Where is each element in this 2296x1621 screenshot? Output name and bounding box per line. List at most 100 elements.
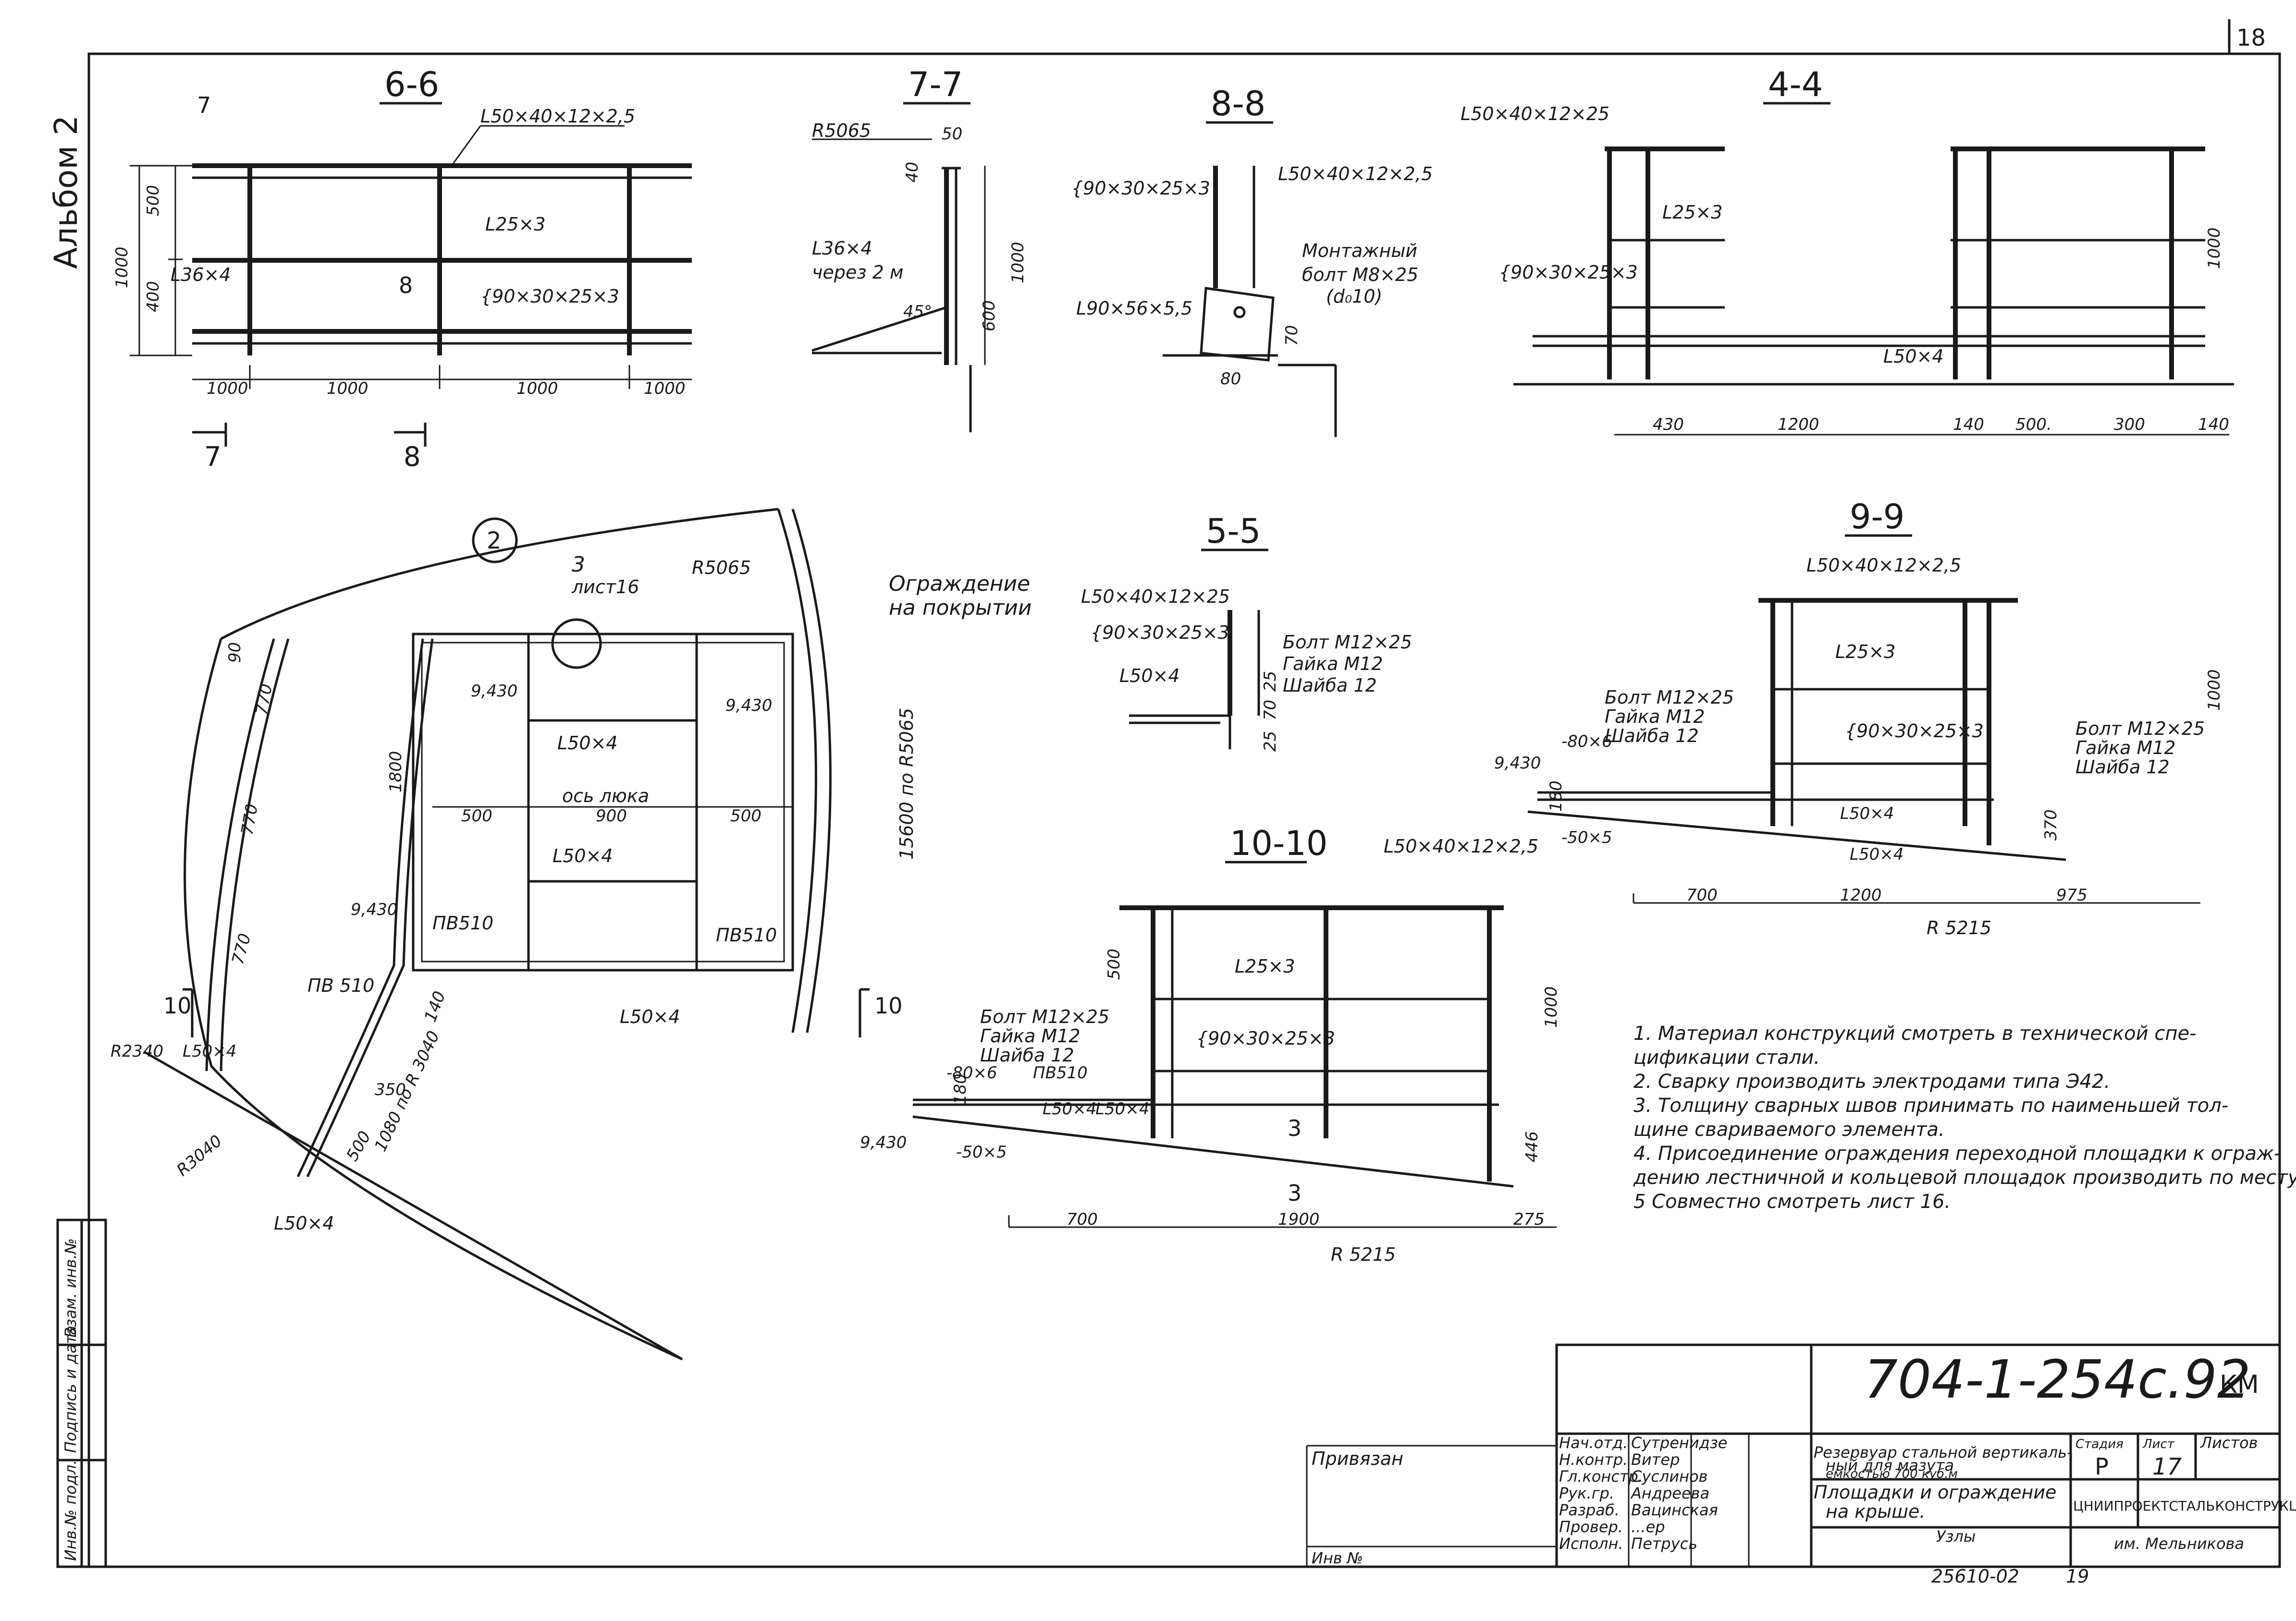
note-line-6: 4. Присоединение ограждения переходной п… (1633, 1143, 2281, 1165)
s99-f1: Болт M12×25 (2075, 718, 2205, 739)
note-line-8: 5 Совместно смотреть лист 16. (1633, 1191, 1951, 1213)
s44-d: L50×4 (1883, 346, 1944, 367)
plan-ref-s: лист16 (571, 576, 639, 597)
tb-role-4: Рук.гр. (1559, 1484, 1614, 1502)
tb-sheets-h: Листов (2200, 1434, 2258, 1452)
plan-pv-1: ПВ510 (432, 913, 493, 934)
section-6-6-title: 6-6 (384, 65, 439, 104)
tb-role-6: Провер. (1559, 1518, 1623, 1536)
tb-bottom-2: 19 (2066, 1566, 2089, 1587)
s44-w5: 300 (2114, 415, 2145, 434)
plan-l500b: 500 (730, 806, 761, 826)
s1010-w2: 1900 (1278, 1210, 1320, 1229)
s66-cut8-bot: 8 (404, 441, 421, 473)
s77-h1000: 1000 (1008, 242, 1028, 283)
plan-l900: 900 (596, 806, 627, 826)
plan-l50x4-1: L50×4 (557, 732, 618, 754)
section-7-7: 7-7 R5065 50 40 600 1000 L36×4 через 2 м… (811, 65, 1028, 432)
s99-f3: Шайба 12 (2075, 756, 2170, 778)
note-line-3: 2. Сварку производить электродами типа Э… (1633, 1071, 2110, 1093)
s55-d1: Болт M12×25 (1283, 632, 1412, 653)
s66-cut8-mid: 8 (399, 272, 413, 298)
s1010-e: -80×6 (946, 1063, 997, 1083)
section-5-5: 5-5 L50×40×12×25 {90×30×25×3 L50×4 Болт … (1081, 512, 1412, 752)
s88-c3: (d₀10) (1326, 286, 1382, 307)
s77-t: 50 (942, 124, 962, 144)
tb-role-1: Нач.отд. (1559, 1434, 1628, 1452)
section-6-6: 6-6 500 400 1000 1000 1000 1000 1000 L50… (112, 65, 692, 473)
s1010-g: L50×4 (1043, 1099, 1096, 1119)
s99-r: R 5215 (1927, 917, 1991, 938)
s1010-v1000: 1000 (1542, 986, 1561, 1028)
s77-brace-note: через 2 м (812, 262, 904, 283)
plan-r5065: R5065 (692, 557, 751, 578)
tb-inv: Инв № (1312, 1549, 1363, 1567)
s99-lvl: 9,430 (1494, 754, 1541, 773)
tb-stage-h: Стадия (2075, 1437, 2124, 1451)
section-4-4: 4-4 430 1200 140 500. 300 140 L50×40×12×… (1461, 65, 2234, 436)
s66-d1: 1000 (207, 379, 248, 398)
s66-d4: 1000 (644, 379, 686, 398)
section-10-10-title: 10-10 (1230, 824, 1327, 863)
tb-role-2: Н.контр. (1559, 1450, 1628, 1469)
plan-l50x4-2: L50×4 (553, 845, 613, 866)
tb-desc-1: Резервуар стальной вертикаль- (1814, 1443, 2073, 1462)
s77-h40: 40 (903, 162, 922, 183)
note-line-4: 3. Толщину сварных швов принимать по наи… (1633, 1095, 2228, 1117)
s88-a: {90×30×25×3 (1071, 178, 1210, 199)
tb-sub-2: на крыше. (1826, 1501, 1926, 1522)
plan-guard1: Ограждение (889, 572, 1030, 596)
section-4-4-title: 4-4 (1768, 65, 1823, 104)
tb-role-7: Исполн. (1559, 1535, 1623, 1553)
plan-l770b: 770 (237, 803, 262, 837)
s1010-v180: 180 (951, 1073, 970, 1105)
s66-h3: 1000 (112, 246, 132, 288)
s55-d3: Шайба 12 (1283, 675, 1377, 696)
s66-h2: 400 (144, 281, 163, 312)
s1010-d3: Шайба 12 (980, 1045, 1074, 1066)
s1010-cut-bot: 3 (1288, 1180, 1301, 1206)
s44-h: 1000 (2205, 227, 2224, 269)
drawing-frame (87, 52, 2281, 1568)
s99-a: L50×40×12×2,5 (1806, 555, 1961, 576)
s88-c2: болт M8×25 (1302, 264, 1418, 285)
section-8-8-title: 8-8 (1211, 84, 1265, 123)
tb-org-2: им. Мельникова (2114, 1535, 2244, 1553)
tb-name-5: Вацинская (1631, 1501, 1718, 1519)
tb-org-1: ЦНИИПРОЕКТСТАЛЬКОНСТРУКЦИЯ (2073, 1498, 2296, 1514)
s88-v80: 80 (1220, 369, 1241, 389)
plan-axis: ось люка (562, 785, 649, 806)
tb-desc-3: емкостью 700 куб.м (1826, 1467, 1958, 1481)
section-10-10: 10-10 700 1900 275 R 5215 L50×40×12×2,5 … (860, 824, 1561, 1265)
plan-l50x4-5: L50×4 (183, 1042, 236, 1061)
s1010-w3: 275 (1513, 1210, 1545, 1229)
s77-angle: 45° (903, 302, 932, 321)
s1010-b: L25×3 (1235, 956, 1295, 977)
s1010-f: ПВ510 (1033, 1063, 1088, 1083)
plan-r3040: R3040 (173, 1131, 226, 1180)
s44-c: {90×30×25×3 (1499, 262, 1638, 283)
plan-l140: 140 (421, 988, 450, 1024)
plan-l500c: 500 (343, 1128, 375, 1164)
tb-desc-2: ный для мазута (1826, 1456, 1954, 1475)
side-stamp: Инв.№ подл. Подпись и дата Взам. инв.№ (56, 1219, 107, 1568)
s99-e3: Шайба 12 (1605, 725, 1699, 746)
s1010-a: L50×40×12×2,5 (1384, 836, 1538, 857)
s1010-h: -50×5 (956, 1143, 1007, 1162)
s66-cut7-bot: 7 (204, 441, 221, 473)
tb-name-1: Сутренидзе (1631, 1434, 1727, 1452)
note-line-7: дению лестничной и кольцевой площадок пр… (1633, 1167, 2296, 1189)
tb-sub-3: Узлы (1936, 1527, 1976, 1546)
s99-f2: Гайка M12 (2075, 737, 2176, 758)
s88-d: L90×56×5,5 (1076, 298, 1192, 319)
s66-h1: 500 (144, 185, 163, 216)
s55-d2: Гайка M12 (1283, 653, 1383, 674)
plan-cut10-left: 10 (163, 993, 192, 1019)
tb-code: 704-1-254с.92 (1864, 1349, 2251, 1410)
plan-l770a: 770 (252, 683, 276, 717)
album-label: Альбом 2 (48, 115, 85, 269)
plan-r2340: R2340 (111, 1042, 163, 1061)
plan-l50x4-3: L50×4 (620, 1006, 680, 1027)
s1010-d1: Болт M12×25 (980, 1006, 1109, 1027)
section-9-9-title: 9-9 (1850, 497, 1904, 536)
